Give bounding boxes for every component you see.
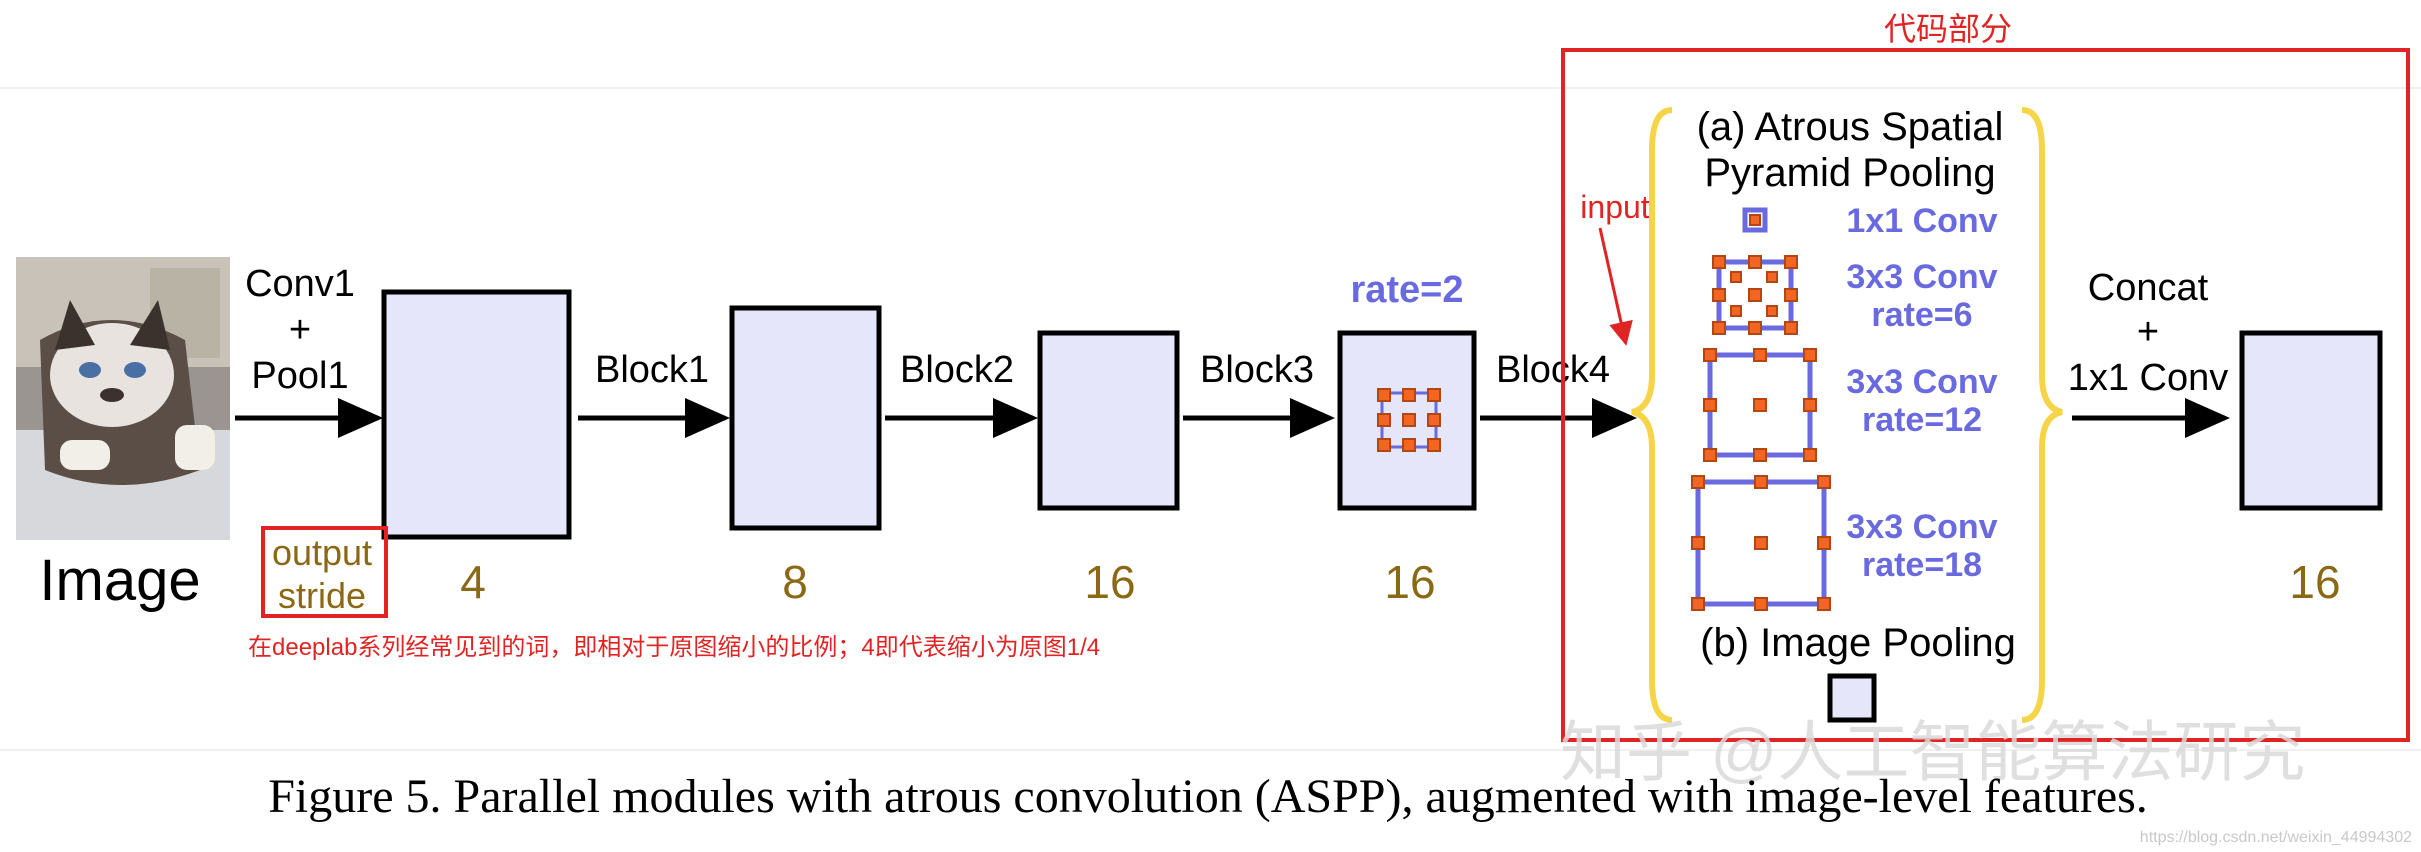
block4-label: Block4 xyxy=(1496,349,1610,391)
atrous-kernel-rate-2 xyxy=(1377,388,1441,452)
source-url: https://blog.csdn.net/weixin_44994302 xyxy=(2140,829,2412,846)
stride-value: 8 xyxy=(782,556,808,608)
output-stride-line2: stride xyxy=(278,575,366,616)
branch-1-label: 1x1 Conv xyxy=(1846,202,1997,240)
feature-map-stride-16-a xyxy=(1037,330,1180,511)
image-pooling-feature xyxy=(1827,673,1877,723)
branch-4-label: 3x3 Conv xyxy=(1846,508,1997,546)
input-image xyxy=(16,257,230,540)
stride-value: 16 xyxy=(2289,556,2340,608)
input-label: Image xyxy=(39,548,200,613)
output-stride-line1: output xyxy=(272,532,372,573)
code-section-label: 代码部分 xyxy=(1884,11,2012,47)
right-brace xyxy=(2021,107,2063,723)
kernel-1x1 xyxy=(1742,207,1768,233)
figure-caption: Figure 5. Parallel modules with atrous c… xyxy=(268,770,2148,823)
feature-map-stride-4 xyxy=(381,289,572,540)
block3-label: Block3 xyxy=(1200,349,1314,391)
output-feature-map xyxy=(2239,330,2383,511)
conv1-label: Conv1 xyxy=(245,263,355,305)
concat-conv-label: 1x1 Conv xyxy=(2068,357,2229,399)
branch-3-rate: rate=12 xyxy=(1862,401,1982,439)
output-stride-box xyxy=(261,526,388,618)
branch-3-label: 3x3 Conv xyxy=(1846,363,1997,401)
image-pooling-label: (b) Image Pooling xyxy=(1700,621,2016,665)
left-brace xyxy=(1631,107,1673,723)
branch-2-label: 3x3 Conv xyxy=(1846,258,1997,296)
watermark: 知乎 @人工智能算法研究 xyxy=(1560,715,2305,789)
input-annotation: input xyxy=(1580,189,1650,225)
kernel-3x3-rate-6 xyxy=(1712,255,1798,335)
block2-label: Block2 xyxy=(900,349,1014,391)
stride-value: 16 xyxy=(1384,556,1435,608)
aspp-title-line1: (a) Atrous Spatial xyxy=(1697,105,2004,149)
stride-note: 在deeplab系列经常见到的词，即相对于原图缩小的比例；4即代表缩小为原图1/… xyxy=(248,634,1100,661)
concat-label: Concat xyxy=(2088,267,2209,309)
code-section-box xyxy=(1561,48,2410,742)
branch-4-rate: rate=18 xyxy=(1862,546,1982,584)
stride-value: 16 xyxy=(1084,556,1135,608)
pool1-label: Pool1 xyxy=(251,355,348,397)
rate-label: rate=2 xyxy=(1350,269,1463,311)
kernel-3x3-rate-12 xyxy=(1703,348,1817,462)
concat-plus: + xyxy=(2137,311,2159,353)
branch-2-rate: rate=6 xyxy=(1871,296,1972,334)
stride-value: 4 xyxy=(460,556,486,608)
conv1-plus: + xyxy=(289,309,311,351)
feature-map-stride-8 xyxy=(729,305,882,531)
kernel-3x3-rate-18 xyxy=(1691,475,1831,611)
input-annotation-arrow xyxy=(1598,227,1633,346)
block1-label: Block1 xyxy=(595,349,709,391)
aspp-title-line2: Pyramid Pooling xyxy=(1704,151,1995,195)
